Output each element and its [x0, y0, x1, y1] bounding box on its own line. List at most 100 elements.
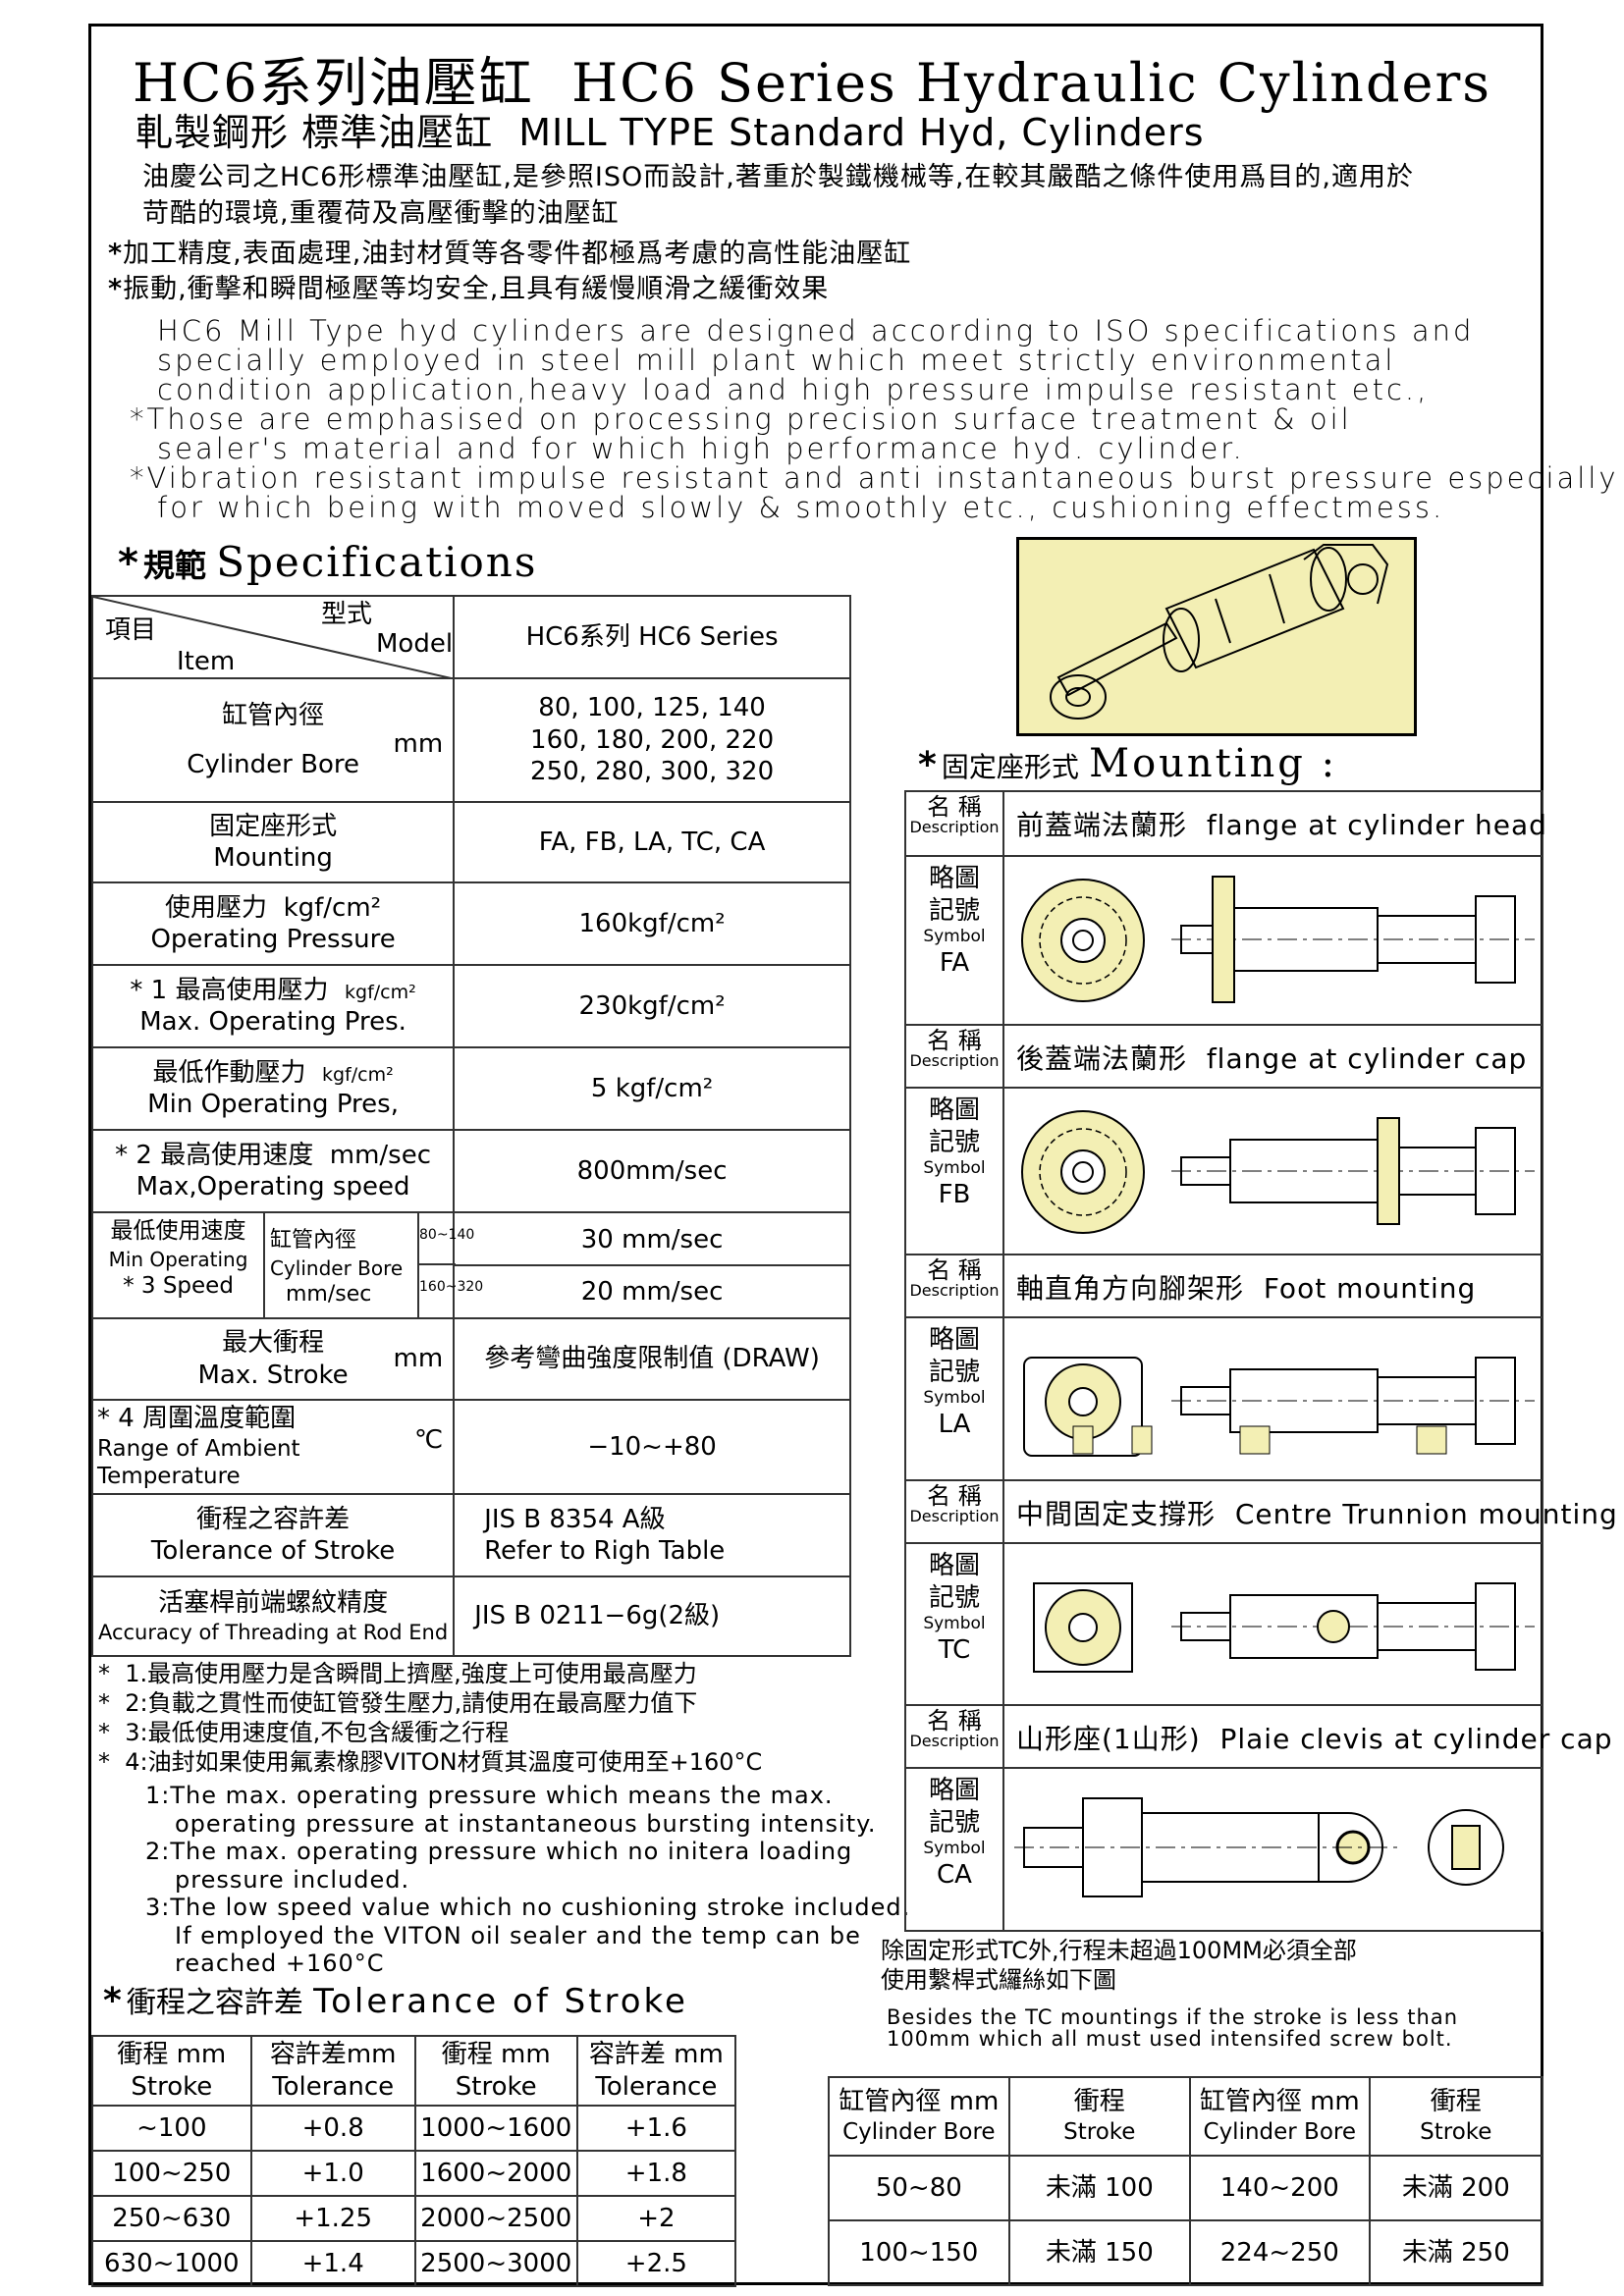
bolt-note-zh: 除固定形式TC外,行程未超過100MM必須全部使用繫桿式纙絲如下圖 [881, 1936, 1357, 1995]
value-line: 80, 100, 125, 140 [538, 693, 766, 723]
cell: 100~150 [828, 2219, 1010, 2286]
symbol-code: CA [937, 1860, 972, 1891]
cylinder-diagram [1033, 1582, 1535, 1673]
cell: 未滿 200 [1368, 2155, 1544, 2221]
name-en: Description [909, 818, 1000, 837]
sym-zh: 略圖 [928, 864, 980, 893]
desc-zh: 後蓋端法蘭形 [1016, 1042, 1188, 1075]
label-en: Range of Ambient Temperature [97, 1435, 300, 1490]
sym-zh: 略圖 [928, 1551, 980, 1580]
cell: 630~1000 [91, 2240, 252, 2287]
value-cell: −10~+80 [453, 1399, 851, 1495]
bullet-text: 加工精度,表面處理,油封材質等各零件都極爲考慮的高性能油壓缸 [123, 239, 912, 269]
cell: +1.25 [249, 2195, 416, 2242]
label-en: Max,Operating speed [135, 1172, 410, 1201]
note-zh-4: * 4:油封如果使用氟素橡膠VITON材質其溫度可使用至+160°C [98, 1747, 762, 1777]
name-en: Description [909, 1281, 1000, 1301]
asterisk: * [103, 1981, 122, 2021]
label-en: Min Operating [108, 1247, 248, 1271]
name-zh: 名 稱 [927, 1027, 982, 1054]
label-zh: 最大衝程 [222, 1328, 325, 1358]
subtitle-zh: 軋製鋼形 標準油壓缸 [135, 111, 494, 154]
mounting-description: 後蓋端法蘭形 flange at cylinder cap [1016, 1038, 1527, 1077]
unit: ℃ [413, 1425, 444, 1455]
h-en: Stroke [131, 2071, 213, 2102]
h-en: Stroke [1420, 2118, 1492, 2145]
mounting-diagram-la [1004, 1318, 1542, 1479]
spec-heading-en: Specifications [216, 538, 538, 586]
h-en: Stroke [455, 2071, 537, 2102]
label-zh: 衝程之容許差 [196, 1504, 351, 1534]
unit: mm [393, 729, 444, 759]
bullet-text: 振動,衝擊和瞬間極壓等均安全,且具有緩慢順滑之緩衝效果 [123, 274, 830, 304]
mounting-diagram-tc [1004, 1544, 1542, 1704]
mounting-description: 前蓋端法蘭形 flange at cylinder head [1016, 804, 1547, 843]
note-en: If employed the VITON oil sealer and the… [175, 1921, 861, 1949]
desc-zh: 山形座(1山形) [1016, 1723, 1201, 1755]
cell: 未滿 250 [1368, 2219, 1544, 2286]
intro-en-4: *Those are emphasised on processing prec… [130, 402, 1352, 436]
range: 80~140 [419, 1213, 474, 1265]
desc-en: Centre Trunnion mounting [1234, 1498, 1618, 1530]
note-en: 1:The max. operating pressure which mean… [145, 1782, 834, 1809]
title-zh: HC6系列油壓缸 [133, 52, 534, 114]
cell: 224~250 [1188, 2219, 1371, 2286]
name-en: Description [909, 1507, 1000, 1526]
label-en: Tolerance of Stroke [150, 1536, 396, 1566]
h-zh: 容許差 mm [588, 2040, 724, 2069]
bore-range: 80~140 160~320 [417, 1213, 484, 1317]
diagonal-line [93, 597, 456, 679]
label-zh: * 2 最高使用速度 [115, 1140, 314, 1170]
h-zh: 缸管內徑 mm [1199, 2087, 1360, 2117]
note-en: operating pressure at instantaneous burs… [175, 1809, 877, 1838]
sym-zh: 略圖 [928, 1325, 980, 1355]
range: 160~320 [419, 1279, 484, 1295]
spec-header-row: 項目 Item 型式 Model HC6系列 HC6 Series [90, 595, 851, 679]
sym-en: Symbol [923, 927, 986, 946]
line-text: Those are emphasised on processing preci… [146, 402, 1352, 436]
intro-en-1: HC6 Mill Type hyd cylinders are designed… [157, 314, 1475, 347]
cell: +1.6 [575, 2105, 737, 2152]
name-zh: 名 稱 [927, 1256, 982, 1284]
value-line: Refer to Righ Table [484, 1536, 726, 1566]
spec-heading-zh: 規範 [143, 547, 207, 584]
tolerance-heading: * 衝程之容許差 Tolerance of Stroke [103, 1978, 688, 2021]
mounting-description: 山形座(1山形) Plaie clevis at cylinder cap [1016, 1718, 1613, 1757]
label-en: Accuracy of Threading at Rod End [97, 1620, 449, 1644]
cell: +2 [575, 2195, 737, 2242]
cell: ~100 [91, 2105, 252, 2152]
unit: mm/sec [286, 1281, 372, 1307]
sym-zh: 記號 [928, 1582, 980, 1613]
unit: kgf/cm² [321, 1063, 394, 1086]
label-zh: * 4 周圍溫度範圍 [97, 1404, 297, 1433]
h-en: Tolerance [595, 2071, 718, 2102]
note-line: 100mm which all must used intensifed scr… [887, 2027, 1453, 2051]
cell: +1.4 [249, 2240, 416, 2287]
symbol-code: TC [938, 1635, 971, 1666]
spec-heading: * 規範 Specifications [118, 538, 537, 586]
bolt-note-en: Besides the TC mountings if the stroke i… [887, 2006, 1458, 2050]
value-cell: 230kgf/cm² [453, 964, 851, 1048]
intro-en-6: *Vibration resistant impulse resistant a… [130, 461, 1619, 495]
label-zh: 使用壓力 [165, 892, 268, 923]
sym-zh: 記號 [928, 895, 980, 926]
